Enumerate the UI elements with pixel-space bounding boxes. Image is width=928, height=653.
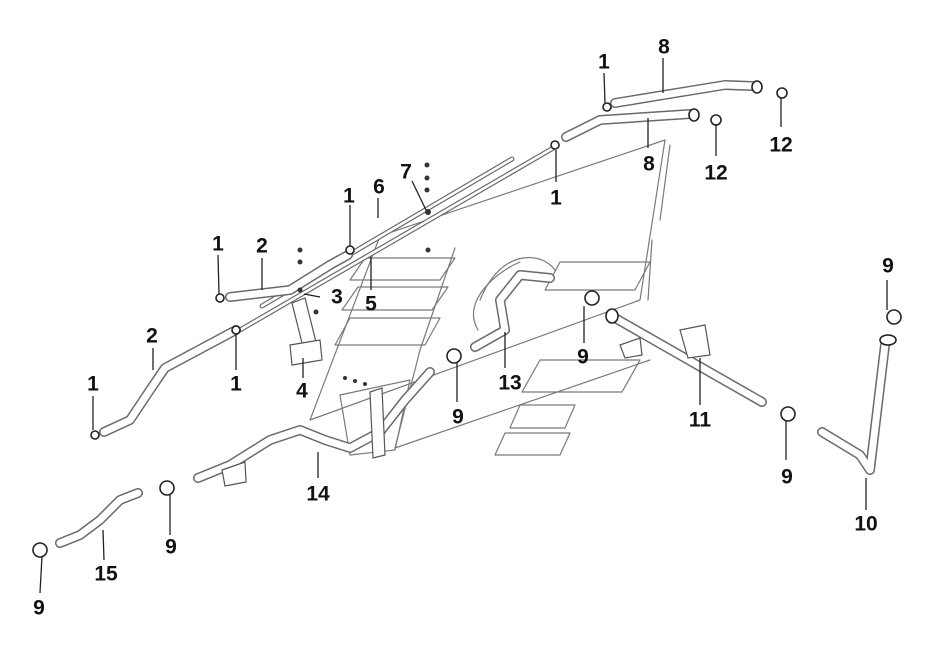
callout-12-top: 12 — [769, 133, 793, 157]
callout-2-lower: 2 — [146, 324, 158, 348]
callout-12-mid: 12 — [704, 161, 728, 185]
pipe-2-lower — [99, 325, 241, 437]
callout-9-bottom-left: 9 — [33, 596, 45, 620]
callout-6: 6 — [373, 175, 385, 199]
callout-11: 11 — [688, 408, 712, 432]
callout-7: 7 — [400, 160, 412, 184]
background-frame — [309, 139, 671, 456]
callout-1-center: 1 — [343, 184, 355, 208]
callout-9-lower-right: 9 — [781, 465, 793, 489]
callout-1-left-mid: 1 — [230, 372, 242, 396]
callout-10: 10 — [854, 512, 878, 536]
callout-9-far-right: 9 — [882, 254, 894, 278]
pipe-14 — [193, 367, 435, 487]
hose-15 — [55, 488, 143, 548]
callout-4: 4 — [296, 379, 308, 403]
callout-14: 14 — [306, 482, 330, 506]
bracket-4 — [289, 297, 323, 366]
callout-1-left-lower: 1 — [87, 372, 99, 396]
callout-9-lower-left: 9 — [165, 535, 177, 559]
callout-9-center: 9 — [452, 405, 464, 429]
callout-3: 3 — [331, 285, 343, 309]
callout-1-left-upper: 1 — [212, 232, 224, 256]
pipe-2-upper — [225, 250, 353, 302]
callout-15: 15 — [94, 562, 118, 586]
leader-lines — [39, 58, 888, 594]
hose-8-mid — [561, 108, 700, 142]
hose-13 — [470, 256, 556, 352]
pipe-11 — [605, 308, 767, 407]
callout-8-top: 8 — [658, 35, 670, 59]
callout-13: 13 — [498, 371, 522, 395]
pipe-6-5 — [237, 144, 558, 333]
hose-8-top — [610, 80, 763, 108]
callout-1-top-right: 1 — [598, 50, 610, 74]
callout-9-right-mid: 9 — [577, 345, 589, 369]
callout-5: 5 — [365, 292, 377, 316]
hose-clamps — [32, 87, 902, 558]
callout-1-right-mid: 1 — [550, 186, 562, 210]
callout-8-mid: 8 — [643, 152, 655, 176]
callout-2-upper: 2 — [256, 234, 268, 258]
hose-10 — [817, 334, 897, 475]
